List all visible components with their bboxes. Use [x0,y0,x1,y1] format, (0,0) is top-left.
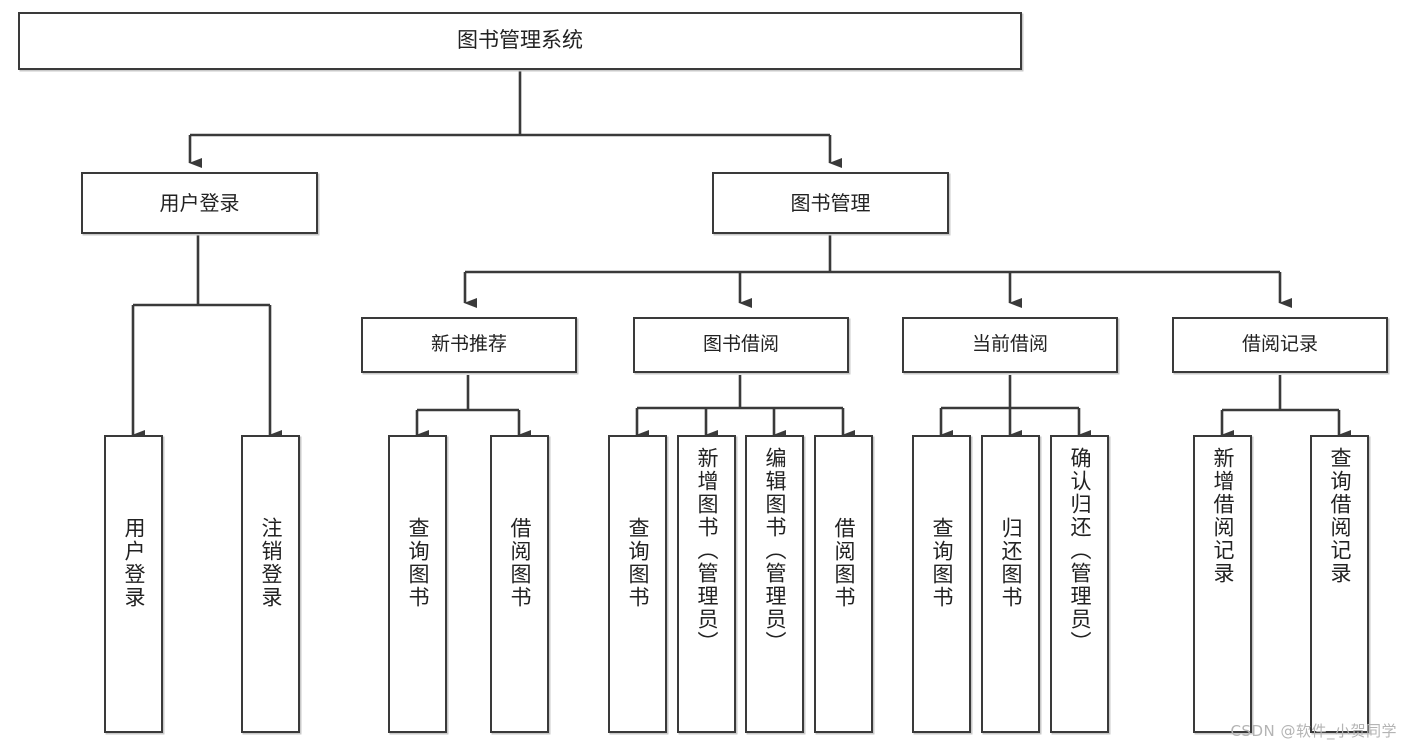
node-book-manage-label: 图书管理 [790,190,871,215]
leaf-confirm-return-label: 确认归还（管理员） [1068,447,1092,654]
node-user-login-label: 用户登录 [159,190,240,215]
leaf-query-book-1[interactable]: 查询图书 [388,435,447,733]
leaf-add-record-label: 新增借阅记录 [1211,447,1235,585]
leaf-confirm-return[interactable]: 确认归还（管理员） [1050,435,1109,733]
node-borrow-record-label: 借阅记录 [1241,333,1318,356]
leaf-borrow-book-2[interactable]: 借阅图书 [814,435,873,733]
leaf-query-record[interactable]: 查询借阅记录 [1310,435,1369,733]
node-user-login[interactable]: 用户登录 [81,172,318,234]
node-root-label: 图书管理系统 [457,28,583,53]
node-root[interactable]: 图书管理系统 [18,12,1022,70]
leaf-return-book[interactable]: 归还图书 [981,435,1040,733]
leaf-query-book-3[interactable]: 查询图书 [912,435,971,733]
leaf-add-book[interactable]: 新增图书（管理员） [677,435,736,733]
leaf-edit-book-label: 编辑图书（管理员） [763,447,787,654]
node-book-borrow[interactable]: 图书借阅 [633,317,849,373]
node-borrow-record[interactable]: 借阅记录 [1172,317,1388,373]
leaf-edit-book[interactable]: 编辑图书（管理员） [745,435,804,733]
node-new-book-rec-label: 新书推荐 [430,333,507,356]
leaf-query-book-3-label: 查询图书 [930,517,954,609]
node-new-book-rec[interactable]: 新书推荐 [361,317,577,373]
leaf-query-record-label: 查询借阅记录 [1328,447,1352,585]
node-book-borrow-label: 图书借阅 [702,333,779,356]
watermark: CSDN @软件_小贺同学 [1230,722,1397,740]
leaf-user-login-label: 用户登录 [122,517,146,609]
leaf-borrow-book-2-label: 借阅图书 [832,517,856,609]
leaf-query-book-2[interactable]: 查询图书 [608,435,667,733]
leaf-query-book-1-label: 查询图书 [406,517,430,609]
leaf-add-record[interactable]: 新增借阅记录 [1193,435,1252,733]
leaf-logout[interactable]: 注销登录 [241,435,300,733]
leaf-user-login[interactable]: 用户登录 [104,435,163,733]
node-current-borrow[interactable]: 当前借阅 [902,317,1118,373]
node-book-manage[interactable]: 图书管理 [712,172,949,234]
leaf-logout-label: 注销登录 [259,517,283,609]
node-current-borrow-label: 当前借阅 [971,333,1048,356]
leaf-return-book-label: 归还图书 [999,517,1023,609]
leaf-borrow-book-1[interactable]: 借阅图书 [490,435,549,733]
leaf-borrow-book-1-label: 借阅图书 [508,517,532,609]
leaf-query-book-2-label: 查询图书 [626,517,650,609]
leaf-add-book-label: 新增图书（管理员） [695,447,719,654]
